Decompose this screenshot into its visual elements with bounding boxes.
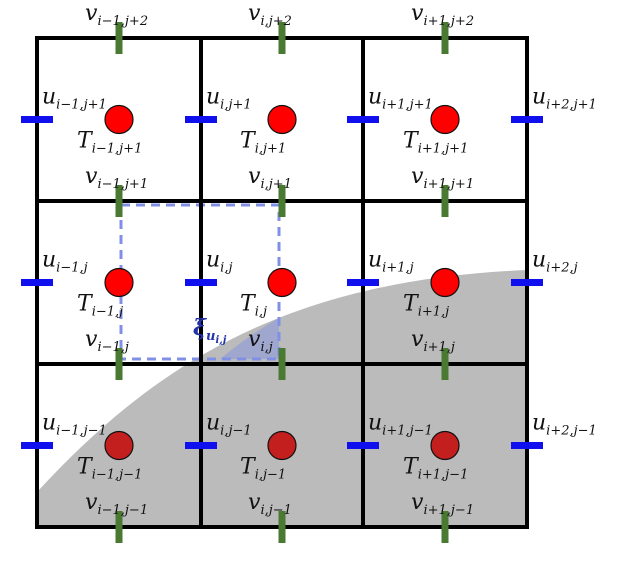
v-node-i-j+1 — [278, 185, 286, 217]
labels-layer: vi−1,j+2 vi,j+2 vi+1,j+2 vi−1,j+1 vi,j+1 vi+1… — [42, 1, 597, 518]
v-label-i-j: vi,j — [248, 327, 273, 355]
u-node-i+2-j — [511, 279, 543, 286]
v-label-i-1-j+1: vi−1,j+1 — [85, 164, 148, 192]
T-node-i-j-1 — [267, 430, 297, 461]
v-label-i+1-j-1: vi+1,j−1 — [411, 490, 474, 518]
u-label-i+1-j-1: ui+1,j−1 — [368, 411, 433, 439]
T-node-i-j+1 — [267, 104, 297, 135]
u-node-i-1-j — [21, 279, 53, 286]
v-node-i+1-j+2 — [441, 22, 449, 54]
u-node-i+1-j+1 — [347, 116, 379, 123]
T-label-i-j+1: Ti,j+1 — [240, 129, 286, 157]
T-node-i-1-j-1 — [104, 430, 134, 461]
nodes-layer — [21, 22, 543, 543]
xi-label: ξui,j — [193, 315, 227, 346]
u-node-i-1-j+1 — [21, 116, 53, 123]
v-label-i-1-j+2: vi−1,j+2 — [85, 1, 148, 29]
u-label-i+2-j: ui+2,j — [532, 248, 578, 276]
T-label-i-j: Ti,j — [240, 292, 267, 320]
u-node-i-1-j-1 — [21, 442, 53, 449]
v-node-i+1-j+1 — [441, 185, 449, 217]
u-node-i-j — [185, 279, 217, 286]
v-label-i+1-j+2: vi+1,j+2 — [411, 1, 474, 29]
v-node-i-j — [278, 348, 286, 380]
u-label-i+2-j-1: ui+2,j−1 — [532, 411, 597, 439]
u-label-i+1-j+1: ui+1,j+1 — [368, 85, 433, 113]
T-label-i-1-j-1: Ti−1,j−1 — [77, 455, 142, 483]
v-node-i-j-1 — [278, 511, 286, 543]
T-label-i-1-j: Ti−1,j — [77, 292, 123, 320]
u-label-i-j: ui,j — [206, 248, 233, 276]
v-node-i-1-j-1 — [115, 511, 123, 543]
T-node-i-1-j+1 — [104, 104, 134, 135]
v-label-i-j+2: vi,j+2 — [248, 1, 292, 29]
v-label-i+1-j: vi+1,j — [411, 327, 455, 355]
u-label-i-1-j-1: ui−1,j−1 — [42, 411, 107, 439]
v-node-i-1-j+1 — [115, 185, 123, 217]
u-node-i-j-1 — [185, 442, 217, 449]
u-label-i-j+1: ui,j+1 — [206, 85, 252, 113]
T-node-i+1-j — [430, 267, 460, 298]
solid-region-layer — [37, 270, 527, 527]
T-label-i+1-j+1: Ti+1,j+1 — [403, 129, 468, 157]
v-label-i+1-j+1: vi+1,j+1 — [411, 164, 474, 192]
v-label-i-j-1: vi,j−1 — [248, 490, 292, 518]
v-node-i+1-j-1 — [441, 511, 449, 543]
v-node-i-1-j+2 — [115, 22, 123, 54]
u-node-i+2-j+1 — [511, 116, 543, 123]
T-node-i+1-j-1 — [430, 430, 460, 461]
v-node-i+1-j — [441, 348, 449, 380]
T-node-i-j — [267, 267, 297, 298]
u-node-i-j+1 — [185, 116, 217, 123]
T-node-i+1-j+1 — [430, 104, 460, 135]
u-node-i+1-j-1 — [347, 442, 379, 449]
T-label-i+1-j-1: Ti+1,j−1 — [403, 455, 468, 483]
u-label-i+1-j: ui+1,j — [368, 248, 414, 276]
u-label-i-1-j+1: ui−1,j+1 — [42, 85, 107, 113]
u-label-i-1-j: ui−1,j — [42, 248, 88, 276]
T-label-i-1-j+1: Ti−1,j+1 — [77, 129, 142, 157]
T-label-i+1-j: Ti+1,j — [403, 292, 449, 320]
u-label-i-j-1: ui,j−1 — [206, 411, 252, 439]
v-node-i-1-j — [115, 348, 123, 380]
u-node-i+2-j-1 — [511, 442, 543, 449]
v-label-i-1-j: vi−1,j — [85, 327, 129, 355]
solid-region — [37, 270, 527, 527]
T-label-i-j-1: Ti,j−1 — [240, 455, 286, 483]
v-node-i-j+2 — [278, 22, 286, 54]
v-label-i-j+1: vi,j+1 — [248, 164, 292, 192]
u-node-i+1-j — [347, 279, 379, 286]
xi-shaded-region — [220, 318, 279, 359]
u-label-i+2-j+1: ui+2,j+1 — [532, 85, 597, 113]
T-node-i-1-j — [104, 267, 134, 298]
v-label-i-1-j-1: vi−1,j−1 — [85, 490, 148, 518]
